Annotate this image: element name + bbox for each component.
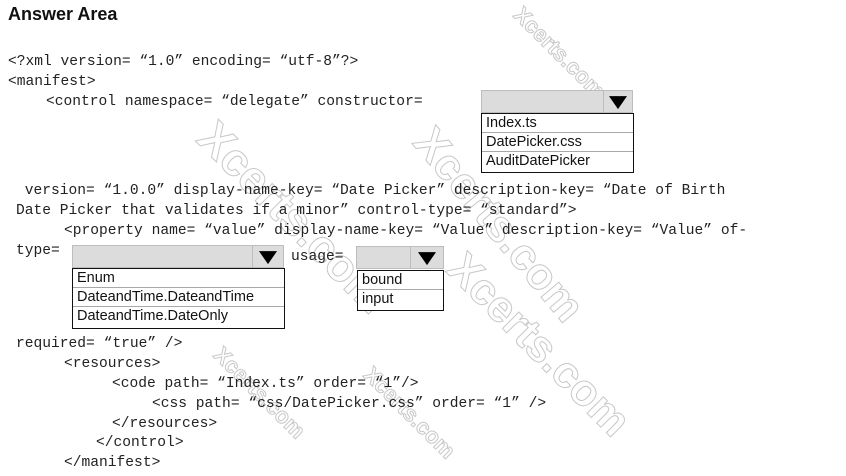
constructor-option-index-ts[interactable]: Index.ts bbox=[482, 114, 633, 133]
triangle-down-icon bbox=[418, 251, 436, 265]
code-line-version: version= “1.0.0” display-name-key= “Date… bbox=[16, 183, 726, 199]
constructor-option-auditdatepicker[interactable]: AuditDatePicker bbox=[486, 153, 590, 169]
code-line-manifest-close: </manifest> bbox=[64, 455, 161, 471]
code-line-css-path: <css path= “css/DatePicker.css” order= “… bbox=[152, 396, 547, 412]
code-line-description-cont: Date Picker that validates if a minor” c… bbox=[16, 203, 577, 219]
of-type-option-dateonly[interactable]: DateandTime.DateOnly bbox=[77, 308, 228, 324]
constructor-option-datepicker-css[interactable]: DatePicker.css bbox=[482, 133, 633, 152]
of-type-option-dateandtime[interactable]: DateandTime.DateandTime bbox=[73, 288, 284, 307]
of-type-options: Enum DateandTime.DateandTime DateandTime… bbox=[72, 268, 285, 329]
code-line-required: required= “true” /> bbox=[16, 336, 183, 352]
of-type-option-enum[interactable]: Enum bbox=[73, 269, 284, 288]
watermark: Xcerts.com bbox=[437, 243, 641, 446]
usage-option-bound[interactable]: bound bbox=[358, 271, 443, 290]
usage-option-input[interactable]: input bbox=[362, 291, 394, 307]
constructor-dropdown-button[interactable] bbox=[603, 91, 632, 112]
triangle-down-icon bbox=[609, 95, 627, 109]
code-line-resources-close: </resources> bbox=[112, 416, 218, 432]
usage-dropdown[interactable] bbox=[356, 246, 444, 269]
watermark: Xcerts.com bbox=[208, 341, 311, 444]
of-type-dropdown[interactable] bbox=[72, 245, 284, 268]
of-type-dropdown-button[interactable] bbox=[252, 246, 283, 267]
code-line-property: <property name= “value” display-name-key… bbox=[64, 223, 748, 239]
code-line-control-open: <control namespace= “delegate” construct… bbox=[46, 94, 423, 110]
code-line-resources-open: <resources> bbox=[64, 356, 161, 372]
code-line-usage-label: usage= bbox=[291, 249, 344, 265]
triangle-down-icon bbox=[259, 250, 277, 264]
code-line-code-path: <code path= “Index.ts” order= “1”/> bbox=[112, 376, 419, 392]
code-line-xml-decl: <?xml version= “1.0” encoding= “utf-8”?> bbox=[8, 54, 359, 70]
constructor-options: Index.ts DatePicker.css AuditDatePicker bbox=[481, 113, 634, 173]
watermark: Xcerts.com bbox=[508, 1, 611, 104]
code-line-type-label: type= bbox=[16, 243, 60, 259]
usage-options: bound input bbox=[357, 270, 444, 311]
constructor-dropdown[interactable] bbox=[481, 90, 633, 113]
answer-area-title: Answer Area bbox=[8, 4, 118, 24]
usage-dropdown-button[interactable] bbox=[410, 247, 443, 268]
code-line-manifest-open: <manifest> bbox=[8, 74, 96, 90]
code-line-control-close: </control> bbox=[96, 435, 184, 451]
